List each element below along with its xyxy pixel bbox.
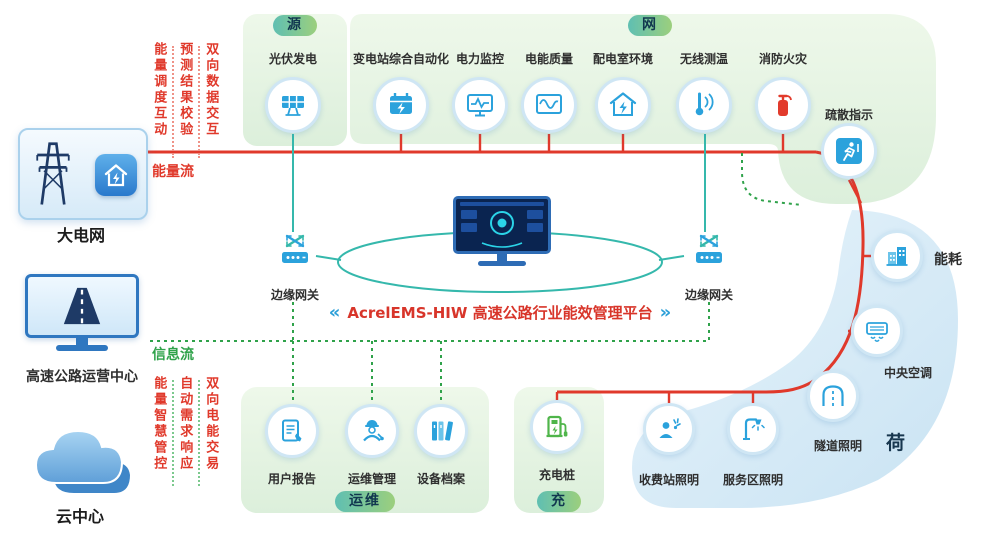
flow-phrase-data-exchange: 双向数据交互 xyxy=(203,42,219,138)
wireless-temperature-icon xyxy=(695,92,714,116)
network-item-1-label: 电力监控 xyxy=(455,52,505,66)
flow-phrase-forecast-check: 预测结果校验 xyxy=(177,42,193,138)
charging-pile-icon xyxy=(546,415,568,438)
load-item-3-label: 收费站照明 xyxy=(638,473,700,487)
network-item-4-label: 无线测温 xyxy=(679,52,729,66)
load-item-4-label: 服务区照明 xyxy=(722,473,784,487)
central-ac-node xyxy=(851,305,903,357)
charging-pile-label: 充电桩 xyxy=(538,468,576,482)
load-item-0-label: 能耗 xyxy=(934,252,962,268)
gateway-icon xyxy=(282,234,308,263)
gateway-icon xyxy=(696,234,722,263)
fire-extinguisher-icon xyxy=(778,94,792,116)
right-chevrons-icon: » xyxy=(659,302,672,323)
equipment-archive-node xyxy=(414,404,468,458)
flow-phrase-smart-control: 能量智慧管控 xyxy=(151,376,167,472)
energy-flow-label: 能量流 xyxy=(152,164,194,180)
equipment-archive-icon xyxy=(432,421,453,441)
monitor-neck xyxy=(497,254,507,261)
main-grid-card xyxy=(18,128,148,220)
tunnel-lighting-icon xyxy=(822,385,844,406)
flow-phrase-energy-trade: 双向电能交易 xyxy=(203,376,219,472)
fire-safety-node xyxy=(755,77,811,133)
section-header-network: 网 xyxy=(628,15,672,36)
dotted-separator-green xyxy=(198,380,200,486)
monitor-base xyxy=(478,261,526,266)
power-quality-node xyxy=(521,77,577,133)
gateway-right-label: 边缘网关 xyxy=(684,288,734,302)
network-item-3-label: 配电室环境 xyxy=(592,52,654,66)
substation-node xyxy=(373,77,429,133)
service-area-lighting-icon xyxy=(743,418,765,441)
grid-home-badge xyxy=(95,154,137,196)
pv-node xyxy=(265,77,321,133)
operation-center-monitor xyxy=(22,274,142,351)
dashboard-screen-icon xyxy=(460,202,544,248)
user-report-node xyxy=(265,404,319,458)
section-header-load: 荷 xyxy=(886,432,906,454)
energy-consumption-icon xyxy=(886,247,908,266)
toll-station-lighting-icon xyxy=(659,418,681,438)
distribution-room-node xyxy=(595,77,651,133)
network-item-0-label: 变电站综合自动化 xyxy=(352,52,450,66)
cloud-icon xyxy=(34,429,130,493)
evacuation-node xyxy=(821,123,877,179)
monitor-base xyxy=(56,345,108,351)
operations-item-1-label: 运维管理 xyxy=(347,472,397,486)
platform-link-lines xyxy=(292,134,706,261)
om-management-icon xyxy=(363,420,384,442)
network-item-2-label: 电能质量 xyxy=(524,52,574,66)
wireless-temp-node xyxy=(676,77,732,133)
energy-consumption-node xyxy=(871,230,923,282)
network-item-6-label: 疏散指示 xyxy=(824,108,874,122)
platform-monitor xyxy=(450,196,554,266)
load-item-2-label: 隧道照明 xyxy=(813,439,863,453)
highway-road-icon xyxy=(63,287,101,325)
flow-phrase-auto-demand: 自动需求响应 xyxy=(177,376,193,472)
evacuation-sign-icon xyxy=(836,138,862,164)
distribution-room-env-icon xyxy=(609,92,637,116)
operations-item-0-label: 用户报告 xyxy=(267,472,317,486)
substation-automation-icon xyxy=(390,93,412,114)
cloud-center-label: 云中心 xyxy=(55,507,105,526)
platform-screen xyxy=(453,196,551,254)
main-grid-label: 大电网 xyxy=(56,226,106,245)
dotted-separator xyxy=(198,46,200,158)
section-header-source: 源 xyxy=(273,15,317,36)
transmission-tower-icon xyxy=(36,142,70,205)
central-ac-icon xyxy=(866,322,888,342)
network-item-5-label: 消防火灾 xyxy=(758,52,808,66)
section-header-charging: 充 xyxy=(537,491,581,512)
load-item-1-label: 中央空调 xyxy=(883,366,933,380)
left-chevrons-icon: « xyxy=(328,302,341,323)
platform-title-row: « AcrelEMS-HIW 高速公路行业能效管理平台 » xyxy=(329,302,672,323)
om-management-node xyxy=(345,404,399,458)
solar-panel-icon xyxy=(282,96,304,116)
charging-pile-node xyxy=(530,400,584,454)
power-monitoring-node xyxy=(452,77,508,133)
power-monitoring-icon xyxy=(467,94,493,117)
dotted-separator-green xyxy=(172,380,174,486)
tunnel-lighting-node xyxy=(807,370,859,422)
load-section-bg xyxy=(632,210,958,508)
info-flow-label: 信息流 xyxy=(152,347,194,363)
monitor-neck xyxy=(76,338,88,345)
operations-item-2-label: 设备档案 xyxy=(416,472,466,486)
dotted-separator xyxy=(172,46,174,158)
operation-center-screen xyxy=(25,274,139,338)
platform-title: AcrelEMS-HIW 高速公路行业能效管理平台 xyxy=(347,304,653,322)
toll-station-lighting-node xyxy=(643,403,695,455)
energy-flow-arc-line xyxy=(557,150,865,394)
power-quality-icon xyxy=(536,94,562,114)
operation-center-label: 高速公路运营中心 xyxy=(26,369,138,385)
gateway-left-label: 边缘网关 xyxy=(270,288,320,302)
home-bolt-icon xyxy=(104,164,128,187)
pv-label: 光伏发电 xyxy=(268,52,318,66)
section-header-operations: 运维 xyxy=(335,491,395,512)
flow-phrase-energy-dispatch: 能量调度互动 xyxy=(151,42,167,138)
service-area-lighting-node xyxy=(727,403,779,455)
user-report-icon xyxy=(282,419,302,442)
